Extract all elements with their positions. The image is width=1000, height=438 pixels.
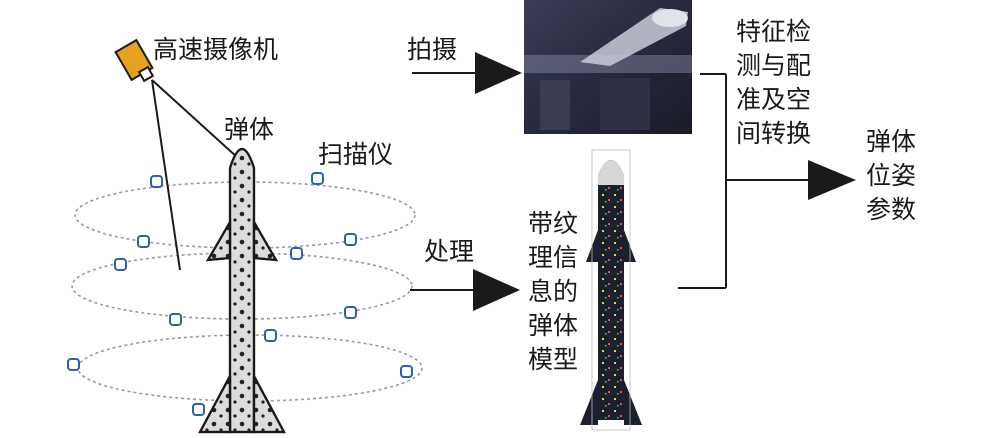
projectile-label: 弹体 <box>224 115 274 144</box>
model-label-line: 模型 <box>528 345 578 374</box>
arrow-head-icon <box>808 160 856 200</box>
scanner-marker-icon <box>192 403 205 416</box>
scanner-marker-icon <box>344 233 357 246</box>
arrow-head-icon <box>475 52 522 94</box>
camera-icon <box>114 38 155 83</box>
model-label-line: 弹体 <box>528 311 578 340</box>
scanner-marker-icon <box>311 172 324 185</box>
scanner-marker-icon <box>264 329 277 342</box>
scanner-marker-icon <box>137 235 150 248</box>
model-label: 带纹 理信 息的 弹体 模型 <box>528 209 578 374</box>
camera-sight-lines <box>151 79 239 271</box>
scanner-marker-icon <box>150 175 163 188</box>
scanner-marker-icon <box>344 306 357 319</box>
feature-label-line: 间转换 <box>736 119 811 148</box>
model-label-line: 带纹 <box>528 209 578 238</box>
scanner-marker-icon <box>169 313 182 326</box>
process-label: 处理 <box>424 237 474 266</box>
result-label: 弹体 位姿 参数 <box>866 127 916 224</box>
scanner-markers <box>67 172 413 416</box>
feature-label-line: 特征检 <box>736 17 811 46</box>
result-label-line: 位姿 <box>866 161 916 190</box>
result-label-line: 弹体 <box>866 127 916 156</box>
camera-label: 高速摄像机 <box>153 35 278 64</box>
projectile-icon <box>198 147 286 434</box>
feature-label: 特征检 测与配 准及空 间转换 <box>736 17 811 148</box>
captured-photo <box>524 0 692 134</box>
shoot-label: 拍摄 <box>407 35 457 64</box>
arrow-head-icon <box>473 269 520 311</box>
flow-connectors <box>410 52 856 311</box>
scanner-marker-icon <box>290 247 303 260</box>
scanner-marker-icon <box>114 258 127 271</box>
feature-label-line: 准及空 <box>736 85 811 114</box>
feature-label-line: 测与配 <box>736 51 811 80</box>
scanner-marker-icon <box>67 358 80 371</box>
scanner-marker-icon <box>400 365 413 378</box>
textured-model <box>580 149 642 431</box>
model-label-line: 理信 <box>528 243 578 272</box>
model-label-line: 息的 <box>528 277 578 306</box>
scanner-label: 扫描仪 <box>318 140 393 169</box>
result-label-line: 参数 <box>866 195 916 224</box>
